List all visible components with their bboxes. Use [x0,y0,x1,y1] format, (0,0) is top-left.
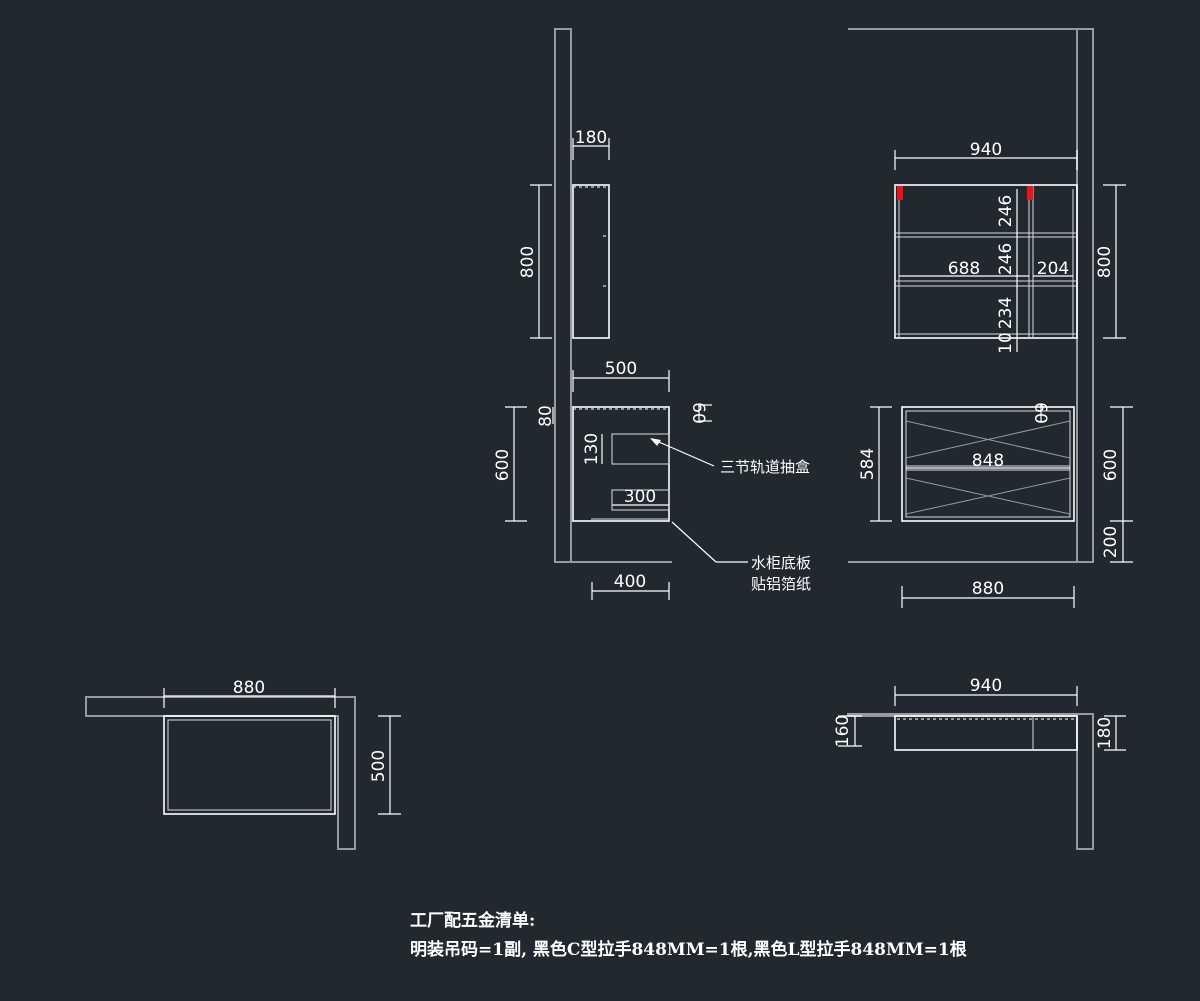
drawer-cross-2b [905,477,1071,515]
front-base-cabinet [901,406,1075,522]
side-wall-cabinet [572,184,610,339]
dim-text-800-side: 800 [518,246,538,278]
drawer-cross-1b [905,420,1071,459]
dim-text-500-plan: 500 [369,750,389,782]
plan-view-left: 880 500 [85,678,401,850]
dim-text-180: 180 [575,128,607,148]
plan-left-cabinet-inner [167,719,332,811]
dim-text-246-b: 246 [996,243,1016,275]
side-section-view: 180 800 500 600 80 60 130 [493,28,811,600]
dim-text-940-plan: 940 [970,676,1002,696]
dim-text-600-side: 600 [493,449,513,481]
front-base-inner [905,410,1071,518]
dim-text-10: 10 [996,332,1016,354]
front-wall-cabinet [894,184,1078,339]
dim-text-880-front: 880 [972,579,1004,599]
dim-text-300: 300 [624,487,656,507]
plan-right-cabinet [894,715,1078,751]
front-elevation-view: 940 246 246 234 10 688 204 800 60 848 [848,28,1133,608]
dim-text-584: 584 [858,448,878,480]
dim-text-400: 400 [614,572,646,592]
dim-text-200: 200 [1101,526,1121,558]
dim-text-848: 848 [972,451,1004,471]
dim-text-204: 204 [1037,259,1069,279]
bottom-note-line1: 水柜底板 [751,554,811,572]
dim-text-800-front: 800 [1095,246,1115,278]
hardware-note: 工厂配五金清单: 明装吊码=1副, 黑色C型拉手848MM=1根,黑色L型拉手8… [410,910,967,960]
dim-text-80: 80 [536,405,556,427]
front-wall-right [1076,28,1094,563]
dim-text-600-front: 600 [1101,449,1121,481]
dim-text-60-side: 60 [688,402,708,424]
drawer-note-arrow [650,438,661,446]
hardware-note-items: 明装吊码=1副, 黑色C型拉手848MM=1根,黑色L型拉手848MM=1根 [410,939,967,960]
side-drawer-lower [611,489,670,511]
dim-text-130: 130 [582,433,602,465]
bottom-note-line2: 贴铝箔纸 [751,575,811,593]
dim-text-880-plan: 880 [233,678,265,698]
hanger-bracket-left [897,186,903,200]
dim-text-60-front: 60 [1030,402,1050,424]
bottom-note-leader [671,521,717,563]
dim-text-500: 500 [605,359,637,379]
plan-left-wall [85,696,356,850]
dim-text-246-a: 246 [996,195,1016,227]
dim-text-160: 160 [833,715,853,747]
drawer-note: 三节轨道抽盒 [720,458,810,476]
plan-right-wall [847,713,1094,850]
hanger-bracket-right [1027,186,1033,200]
dim-text-688: 688 [948,259,980,279]
plan-view-right: 940 160 180 [833,676,1126,850]
side-wall [554,28,572,563]
dim-text-940: 940 [970,140,1002,160]
drawer-note-leader [651,438,715,467]
hardware-note-title: 工厂配五金清单: [410,910,535,931]
side-drawer [611,433,670,465]
dim-text-234: 234 [996,297,1016,329]
plan-left-cabinet [163,715,336,815]
dim-text-180-plan: 180 [1095,717,1115,749]
